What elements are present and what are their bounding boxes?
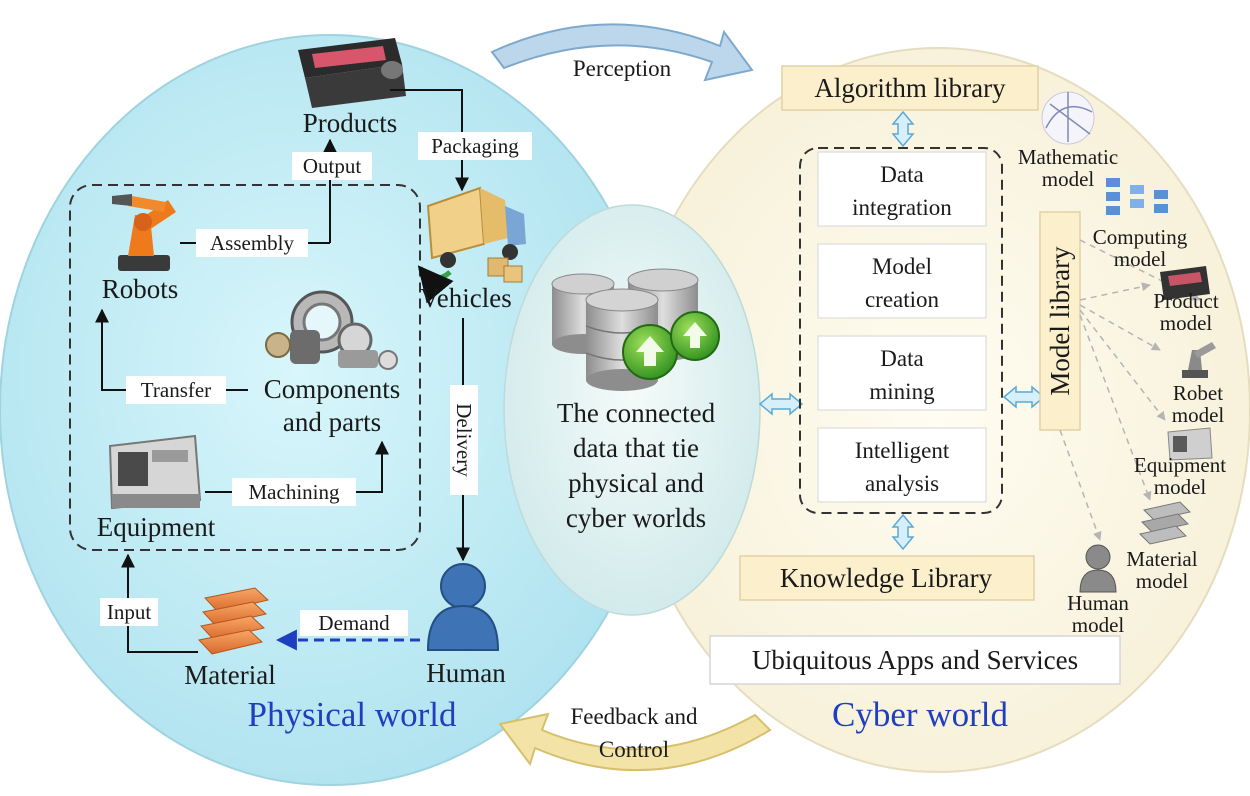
double-arrow-knowledge [891,513,915,551]
equipment-model-label-2: model [1154,475,1207,499]
apps-services-box [709,635,1121,685]
computing-model-label-2: model [1114,247,1167,271]
human-model-icon [1079,544,1117,593]
connected-data-line3: physical and [568,468,704,498]
machining-label: Machining [249,480,340,504]
mathematic-model-icon [1041,91,1095,145]
svg-text:analysis: analysis [865,471,939,496]
physical-world-title: Physical world [247,695,457,734]
product-model-label-1: Product [1153,289,1218,313]
assembly-label: Assembly [210,231,295,255]
components-label-line2: and parts [283,407,381,437]
output-label: Output [303,154,362,178]
material-model-label-2: model [1136,569,1189,593]
material-label: Material [184,660,275,690]
connected-data-line4: cyber worlds [566,503,706,533]
input-label: Input [107,600,151,624]
algorithm-library-box [781,65,1039,111]
model-library-label: Model library [1045,246,1075,396]
packaging-label: Packaging [431,134,519,158]
material-model-icon [1139,501,1191,545]
knowledge-library-box [739,555,1035,601]
svg-text:mining: mining [869,379,935,404]
robet-model-label-2: model [1172,403,1225,427]
svg-text:Model: Model [872,254,932,279]
delivery-label: Delivery [452,403,476,477]
equipment-label: Equipment [97,512,216,542]
data-process-group-box [799,147,1003,514]
products-icon [298,38,406,108]
human-model-label-1: Human [1067,591,1129,615]
human-model-label-2: model [1072,613,1125,637]
components-parts-icon [265,290,398,370]
double-arrow-center-process [758,392,804,416]
robet-model-label-1: Robet [1173,381,1223,405]
algorithm-library-label: Algorithm library [814,73,1006,103]
database-icon [551,268,720,391]
cyber-world-title: Cyber world [832,695,1008,734]
svg-text:Intelligent: Intelligent [855,438,950,463]
svg-text:creation: creation [865,287,940,312]
computing-model-icon [1106,178,1168,215]
knowledge-library-label: Knowledge Library [780,563,993,593]
svg-text:Data: Data [880,162,923,187]
double-arrow-algorithm [891,110,915,148]
vehicles-label: Vehicles [420,283,511,313]
feedback-arrow [498,712,772,772]
demand-label: Demand [318,611,390,635]
human-icon [426,563,500,651]
robot-arm-icon [112,194,176,271]
vehicles-truck-icon [417,186,526,304]
feedback-label-line2: Control [599,737,669,762]
manufacturing-group-box [69,184,421,551]
process-step-data-mining: Data mining [817,335,987,411]
material-stack-icon [198,587,270,655]
process-step-data-integration: Data integration [817,151,987,227]
equipment-model-icon [1167,427,1213,461]
components-label-line1: Components [264,374,401,404]
perception-label: Perception [573,56,672,81]
process-step-model-creation: Model creation [817,243,987,319]
feedback-label-line1: Feedback and [570,704,698,729]
perception-arrow [490,23,754,82]
robet-model-icon [1182,342,1216,378]
transfer-label: Transfer [141,378,211,402]
computing-model-label-1: Computing [1093,225,1188,249]
equipment-model-label-1: Equipment [1134,453,1226,477]
equipment-machine-icon [108,434,202,510]
robots-label: Robots [102,274,179,304]
connected-data-line2: data that tie [573,433,699,463]
mathematic-model-label-2: model [1042,167,1095,191]
mathematic-model-label-1: Mathematic [1018,145,1118,169]
products-label: Products [303,108,398,138]
svg-text:integration: integration [852,195,952,220]
human-label: Human [426,658,506,688]
material-model-label-1: Material [1126,547,1197,571]
product-model-label-2: model [1160,311,1213,335]
product-model-icon [1160,266,1210,300]
svg-text:Data: Data [880,346,923,371]
connected-data-line1: The connected [557,398,716,428]
process-step-intelligent-analysis: Intelligent analysis [817,427,987,503]
apps-services-label: Ubiquitous Apps and Services [752,645,1078,675]
